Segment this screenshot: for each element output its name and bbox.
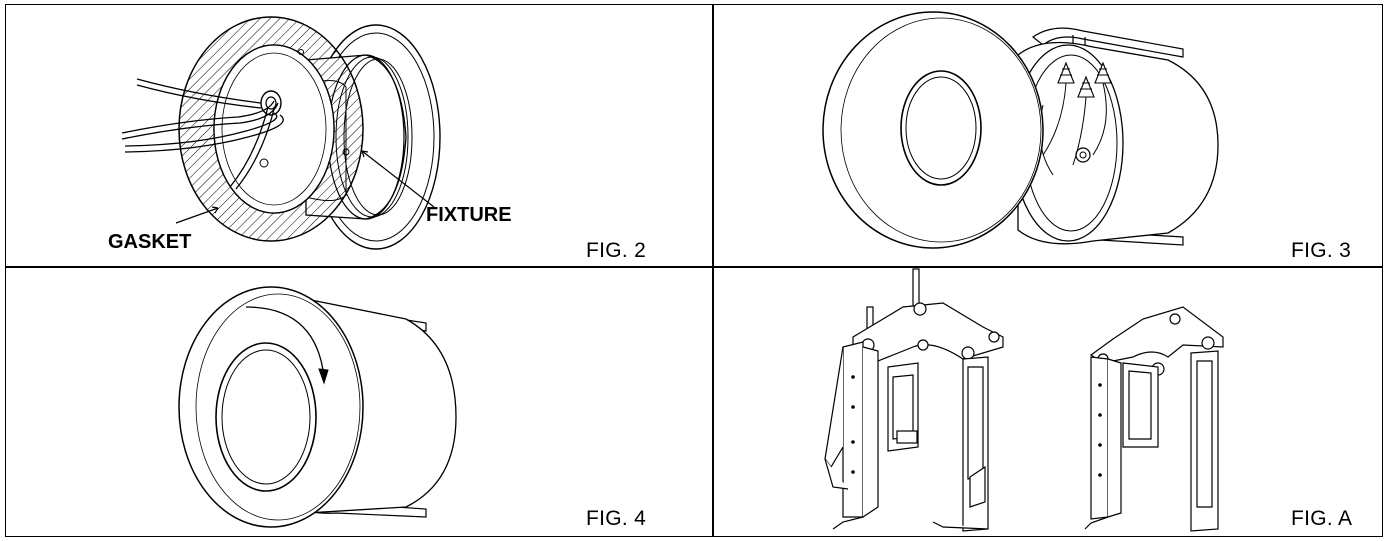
fig3-panel: FIG. 3: [713, 5, 1383, 266]
rotation-arrow: [245, 306, 325, 378]
figA-drawing: [824, 268, 1224, 532]
figA-label: FIG. A: [1291, 507, 1353, 530]
fig4-label: FIG. 4: [586, 507, 647, 530]
fig3-drawing: [822, 11, 1219, 249]
fig2-drawing: [121, 16, 441, 250]
horizontal-divider: [5, 266, 1383, 268]
fixture-callout: FIXTURE: [426, 204, 512, 226]
figA-panel: FIG. A: [713, 267, 1383, 537]
fig2-panel: GASKET FIXTURE FIG. 2: [6, 5, 712, 266]
fig3-label: FIG. 3: [1291, 239, 1352, 262]
vertical-divider: [712, 4, 714, 537]
figure-grid-frame: [5, 4, 1383, 537]
gasket-callout: GASKET: [108, 231, 192, 253]
fig4-panel: FIG. 4: [6, 267, 712, 537]
fig2-label: FIG. 2: [586, 239, 647, 262]
fig4-drawing: [178, 286, 457, 528]
